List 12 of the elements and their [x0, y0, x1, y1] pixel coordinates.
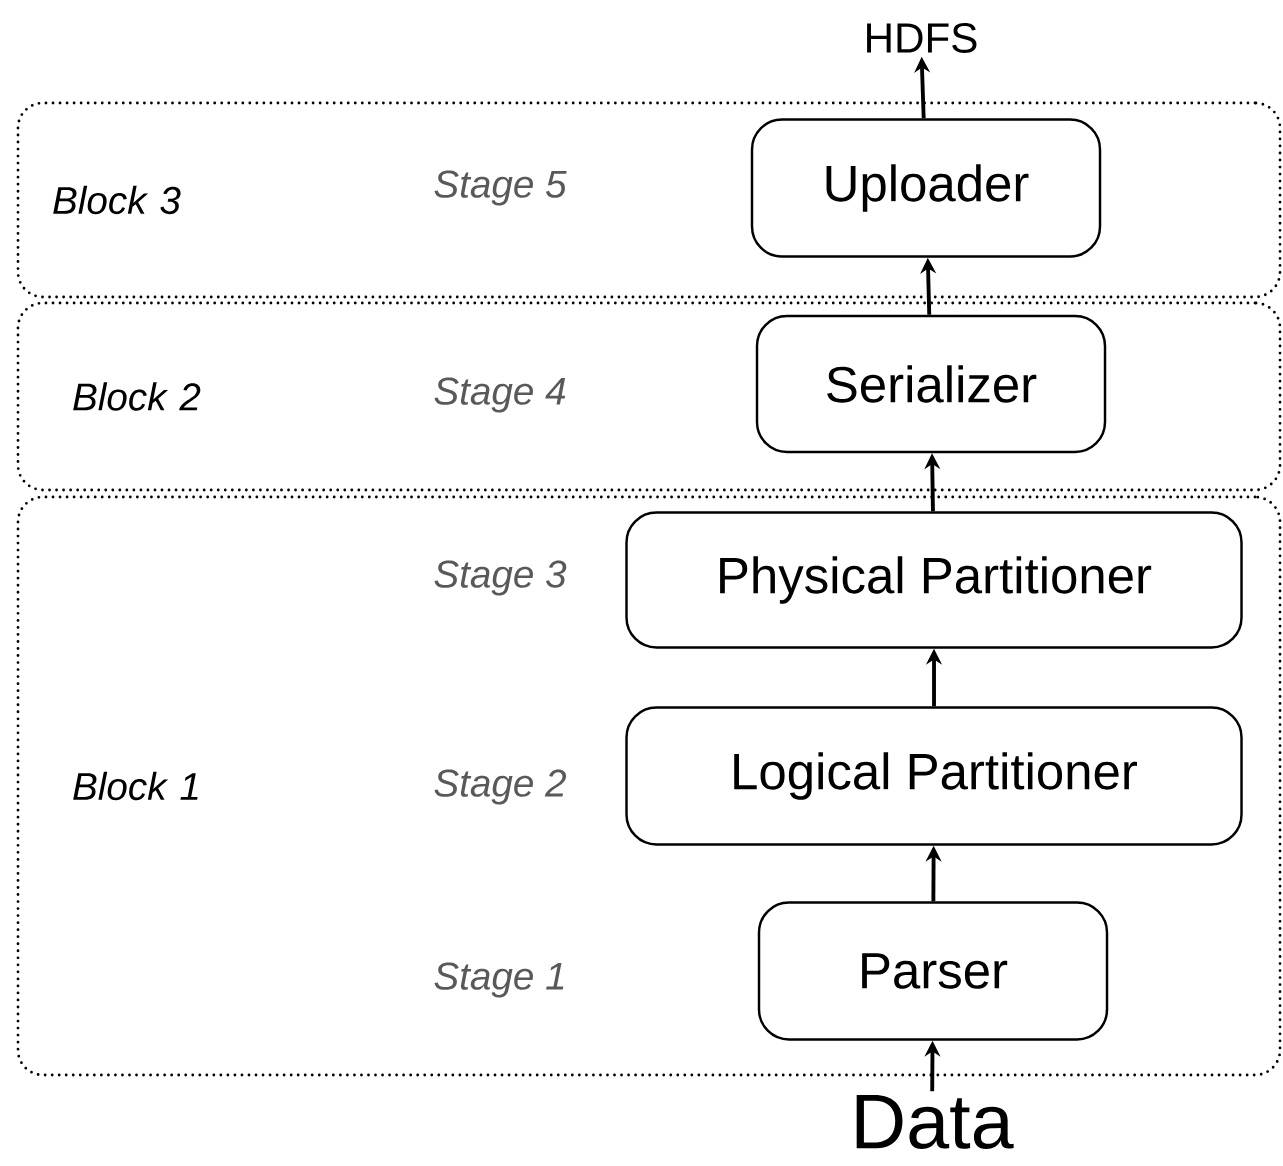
stage-label: Stage 2: [434, 769, 567, 805]
stage-label: Stage 5: [434, 170, 567, 206]
stage-label: Stage 4: [434, 377, 566, 413]
process-box: Logical Partitioner: [625, 706, 1243, 846]
process-box: Parser: [757, 901, 1109, 1041]
stage-label: Stage 3: [434, 560, 567, 596]
process-box: Physical Partitioner: [625, 511, 1243, 649]
stage-label: Stage 1: [434, 962, 564, 998]
endpoint-label: HDFS: [867, 23, 977, 53]
process-box: Uploader: [750, 118, 1102, 258]
endpoint-label: Data: [856, 1095, 1014, 1149]
process-box: Serializer: [755, 314, 1107, 454]
